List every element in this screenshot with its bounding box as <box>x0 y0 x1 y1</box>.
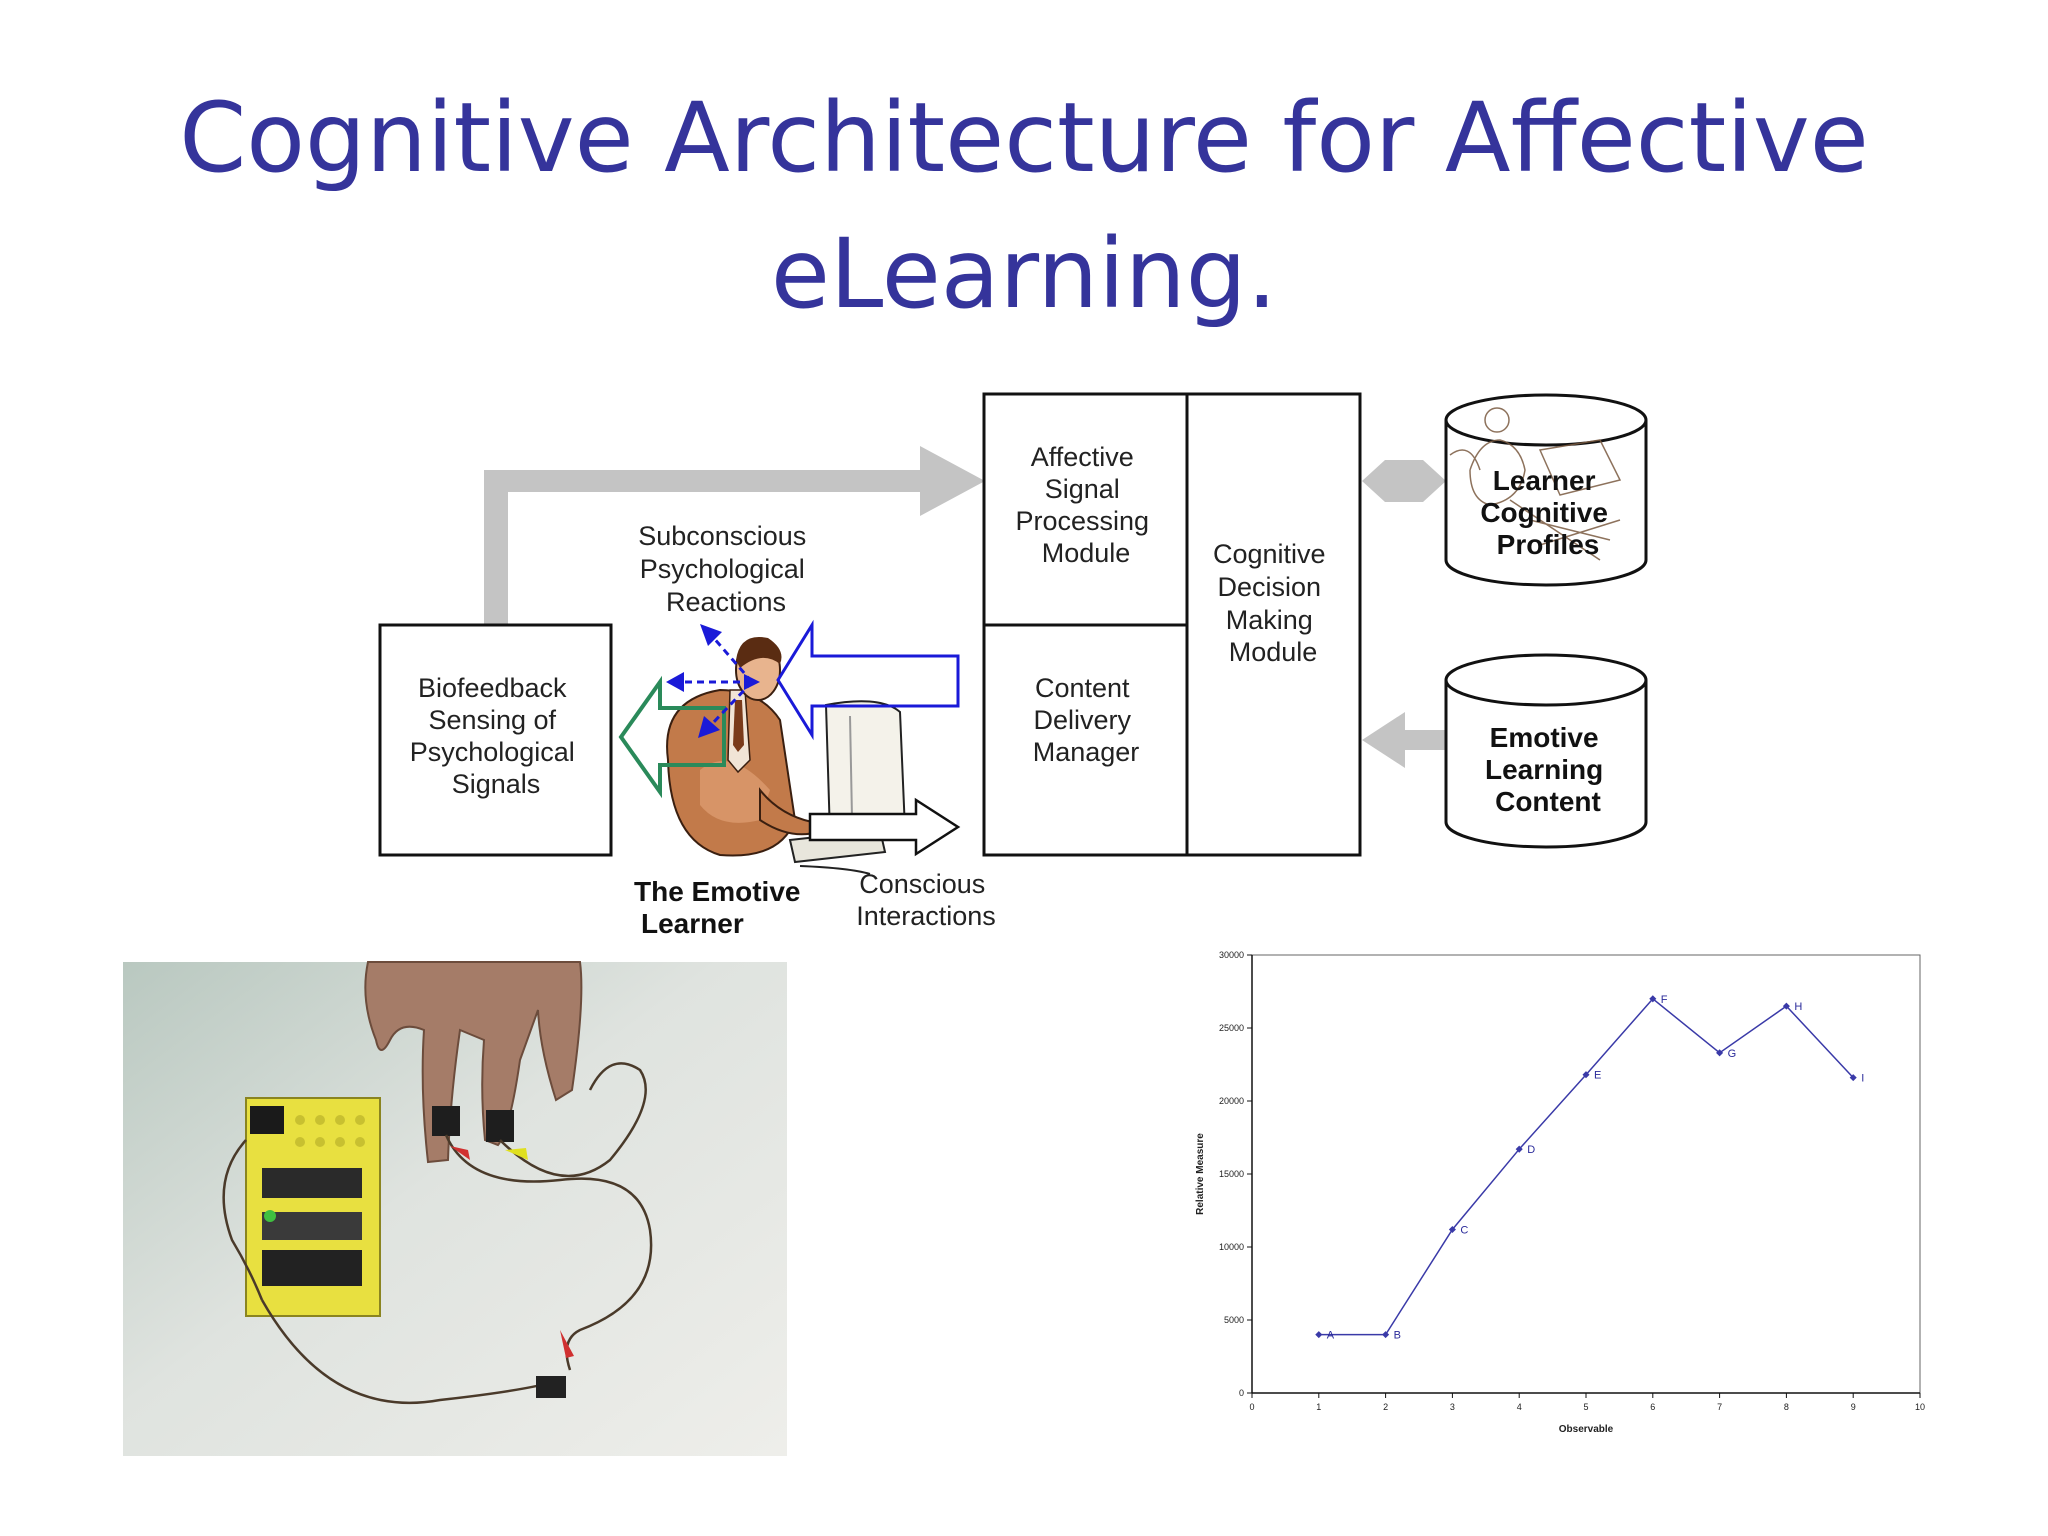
content-arrow <box>1362 712 1446 768</box>
data-point-label: G <box>1728 1048 1737 1060</box>
chart-ticks: 0 1 2 3 4 5 6 7 8 9 10 0 5000 10000 15000 20000 25000 300… <box>1219 950 1925 1412</box>
x-tick-label: 0 <box>1249 1402 1254 1412</box>
data-point-label: I <box>1861 1073 1864 1085</box>
y-tick-label: 5000 <box>1224 1315 1244 1325</box>
subconscious-label: Subconscious Psychological Reactions <box>638 521 814 617</box>
x-tick-label: 4 <box>1517 1402 1522 1412</box>
data-point-label: A <box>1327 1330 1335 1342</box>
x-tick-label: 3 <box>1450 1402 1455 1412</box>
x-tick-label: 1 <box>1316 1402 1321 1412</box>
data-point-label: B <box>1394 1330 1401 1342</box>
affective-module-label: Affective Signal Processing Module <box>1015 442 1156 568</box>
data-point-label: H <box>1794 1001 1802 1013</box>
x-tick-label: 2 <box>1383 1402 1388 1412</box>
emotive-content-label: Emotive Learning Content <box>1485 722 1611 817</box>
x-tick-label: 7 <box>1717 1402 1722 1412</box>
data-point-label: F <box>1661 994 1668 1006</box>
title-line-2: eLearning. <box>770 218 1278 330</box>
content-delivery-label: Content Delivery Manager <box>1033 673 1140 767</box>
learner-at-computer-illustration <box>666 636 907 875</box>
reactions-arrow <box>618 675 726 799</box>
learner-profiles-label: Learner Cognitive Profiles <box>1480 465 1615 560</box>
x-tick-label: 5 <box>1583 1402 1588 1412</box>
slide-title: Cognitive Architecture for Affective eLe… <box>0 70 2048 342</box>
x-tick-label: 9 <box>1851 1402 1856 1412</box>
profiles-connector <box>1362 460 1446 502</box>
input-arrow <box>776 619 960 741</box>
x-axis-title: Observable <box>1559 1424 1614 1435</box>
profiles-sketch-icon <box>1449 407 1622 561</box>
learner-profiles-database: Learner Cognitive Profiles <box>1444 393 1648 587</box>
y-tick-label: 25000 <box>1219 1023 1244 1033</box>
biofeedback-box <box>378 623 613 857</box>
y-tick-label: 0 <box>1239 1388 1244 1398</box>
y-tick-label: 15000 <box>1219 1169 1244 1179</box>
emotive-learner-label: The Emotive Learner <box>634 876 808 939</box>
biofeedback-label: Biofeedback Sensing of Psychological Sig… <box>410 673 583 799</box>
x-tick-label: 6 <box>1650 1402 1655 1412</box>
subconscious-reaction-arrows <box>666 624 760 738</box>
y-tick-label: 20000 <box>1219 1096 1244 1106</box>
conscious-label: Conscious Interactions <box>856 869 996 931</box>
architecture-diagram: Biofeedback Sensing of Psychological Sig… <box>378 392 1648 939</box>
y-tick-label: 10000 <box>1219 1242 1244 1252</box>
data-point-label: C <box>1460 1224 1468 1236</box>
relative-measure-chart: 0 1 2 3 4 5 6 7 8 9 10 0 5000 10000 15000 20000 25000 300… <box>1195 950 1925 1435</box>
conscious-arrow <box>808 797 961 857</box>
title-line-1: Cognitive Architecture for Affective <box>179 82 1869 194</box>
chart-plot-frame <box>1251 954 1921 1394</box>
feedback-arrow <box>484 446 985 625</box>
y-axis-title: Relative Measure <box>1195 1133 1206 1215</box>
data-point-label: D <box>1527 1144 1535 1156</box>
biofeedback-sensor-photo <box>123 961 787 1456</box>
y-tick-label: 30000 <box>1219 950 1244 960</box>
cognitive-decision-label: Cognitive Decision Making Module <box>1213 539 1333 667</box>
emotive-content-database: Emotive Learning Content <box>1444 653 1648 849</box>
x-tick-label: 8 <box>1784 1402 1789 1412</box>
x-tick-label: 10 <box>1915 1402 1925 1412</box>
data-point-label: E <box>1594 1070 1601 1082</box>
